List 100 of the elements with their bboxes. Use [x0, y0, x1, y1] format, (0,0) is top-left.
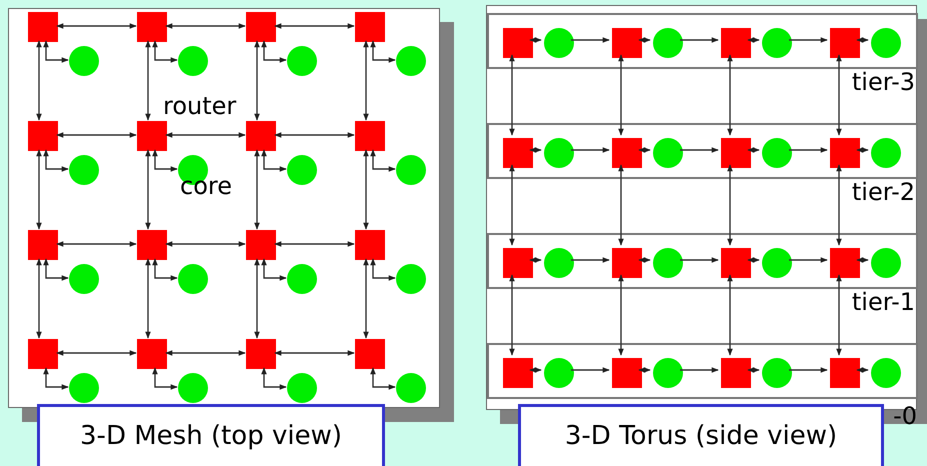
arrow — [856, 367, 869, 373]
arrow — [789, 147, 828, 153]
arrow — [165, 132, 246, 138]
arrow — [789, 37, 828, 43]
arrow — [727, 164, 733, 246]
tier-band — [487, 343, 918, 399]
arrow — [43, 40, 69, 63]
arrow — [680, 147, 719, 153]
arrow — [274, 132, 355, 138]
arrow — [56, 132, 137, 138]
arrow — [509, 164, 515, 246]
arrow — [618, 54, 624, 136]
arrow — [274, 350, 355, 356]
router-square — [503, 28, 533, 58]
arrow — [571, 147, 610, 153]
arrow — [747, 147, 760, 153]
arrow — [618, 274, 624, 356]
arrow — [638, 37, 651, 43]
arrow — [152, 367, 178, 390]
arrow — [261, 367, 287, 390]
arrow — [529, 147, 542, 153]
arrow — [43, 258, 69, 281]
arrow — [856, 147, 869, 153]
arrow — [747, 257, 760, 263]
arrow — [165, 23, 246, 29]
arrow — [836, 274, 842, 356]
router-square — [28, 121, 58, 151]
router-square — [28, 12, 58, 42]
arrow — [370, 40, 396, 63]
arrow — [618, 164, 624, 246]
router-square — [28, 230, 58, 260]
tier-band — [487, 233, 918, 289]
arrow — [856, 257, 869, 263]
router-square — [830, 248, 860, 278]
arrow — [254, 40, 260, 121]
router-square — [612, 28, 642, 58]
arrow — [509, 274, 515, 356]
arrow — [571, 257, 610, 263]
router-square — [355, 121, 385, 151]
arrow — [363, 149, 369, 230]
text-label: core — [180, 172, 232, 200]
arrow — [529, 257, 542, 263]
router-square — [503, 138, 533, 168]
router-square — [137, 339, 167, 369]
arrow — [836, 54, 842, 136]
arrow — [571, 37, 610, 43]
router-square — [612, 138, 642, 168]
text-label: tier-2 — [852, 178, 915, 206]
arrow — [680, 37, 719, 43]
router-square — [830, 28, 860, 58]
arrow — [152, 149, 178, 172]
text-label: tier-3 — [852, 68, 915, 96]
router-square — [137, 121, 167, 151]
router-square — [355, 230, 385, 260]
router-square — [355, 339, 385, 369]
router-square — [246, 339, 276, 369]
arrow — [274, 23, 355, 29]
router-square — [246, 121, 276, 151]
arrow — [165, 241, 246, 247]
router-square — [830, 138, 860, 168]
arrow — [789, 257, 828, 263]
router-square — [355, 12, 385, 42]
tier-band — [487, 13, 918, 69]
arrow — [261, 40, 287, 63]
arrow — [145, 40, 151, 121]
router-square — [503, 358, 533, 388]
router-square — [721, 28, 751, 58]
caption-box: 3-D Torus (side view) — [518, 404, 884, 466]
arrow — [43, 367, 69, 390]
caption-box: 3-D Mesh (top view) — [37, 404, 385, 466]
arrow — [747, 37, 760, 43]
arrow — [509, 54, 515, 136]
arrow — [363, 258, 369, 339]
router-square — [830, 358, 860, 388]
router-square — [137, 12, 167, 42]
arrow — [36, 40, 42, 121]
arrow — [836, 164, 842, 246]
arrow — [145, 258, 151, 339]
arrow — [727, 54, 733, 136]
arrow — [529, 37, 542, 43]
text-label: tier-1 — [852, 288, 915, 316]
arrow — [680, 367, 719, 373]
arrow — [370, 149, 396, 172]
router-square — [721, 248, 751, 278]
diagram-panel — [8, 8, 440, 408]
arrow — [165, 350, 246, 356]
arrow — [254, 149, 260, 230]
router-square — [137, 230, 167, 260]
arrow — [152, 258, 178, 281]
arrow — [36, 258, 42, 339]
tier-band — [487, 123, 918, 179]
arrow — [571, 367, 610, 373]
arrow — [152, 40, 178, 63]
text-label: -0 — [893, 402, 917, 430]
router-square — [503, 248, 533, 278]
arrow — [638, 147, 651, 153]
arrow — [56, 350, 137, 356]
arrow — [56, 23, 137, 29]
arrow — [789, 367, 828, 373]
router-square — [246, 12, 276, 42]
